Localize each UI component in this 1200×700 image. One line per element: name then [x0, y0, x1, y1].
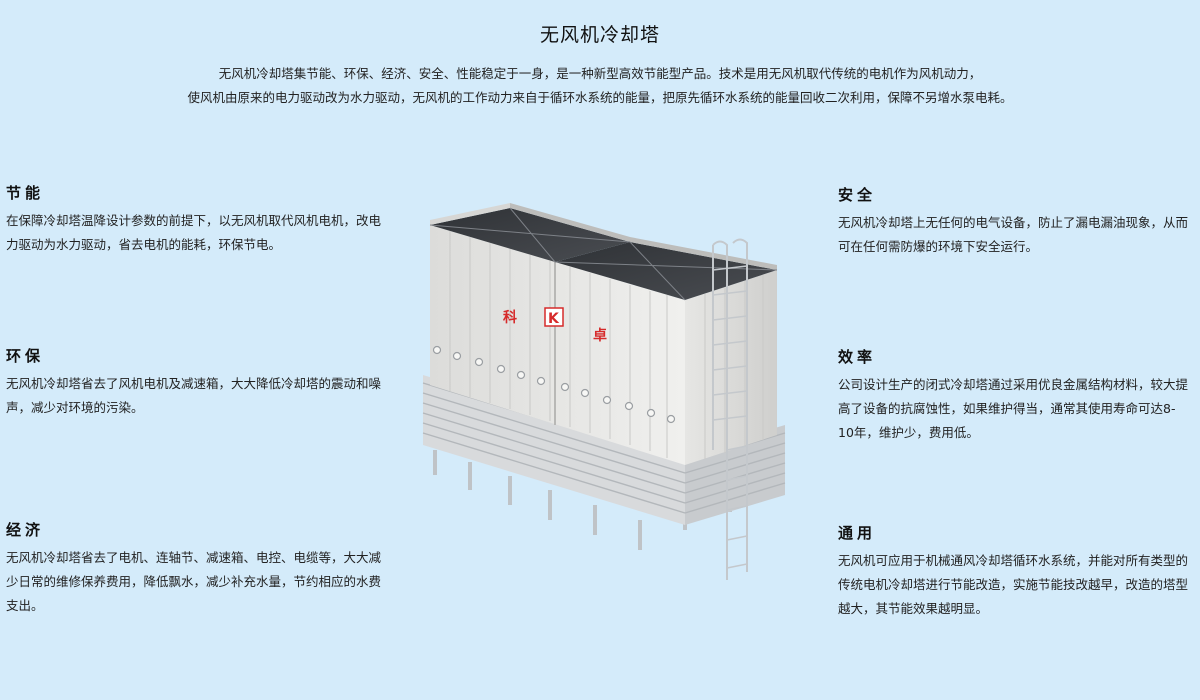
- nozzle-ports: [432, 345, 676, 424]
- feature-body: 无风机冷却塔省去了电机、连轴节、减速箱、电控、电缆等，大大减少日常的维修保养费用…: [6, 550, 382, 613]
- feature-body: 在保障冷却塔温降设计参数的前提下，以无风机取代风机电机，改电力驱动为水力驱动，省…: [6, 213, 382, 252]
- intro-paragraph: 无风机冷却塔集节能、环保、经济、安全、性能稳定于一身，是一种新型高效节能型产品。…: [40, 62, 1160, 110]
- brand-char-right: 卓: [593, 327, 607, 344]
- brand-logo-letter: K: [548, 311, 560, 327]
- feature-body: 无风机冷却塔上无任何的电气设备，防止了漏电漏油现象，从而可在任何需防爆的环境下安…: [838, 215, 1189, 254]
- access-ladder: [712, 238, 748, 580]
- feature-heading: 经济: [6, 521, 45, 539]
- feature-heading: 环保: [6, 347, 45, 365]
- brand-char-left: 科: [503, 309, 517, 326]
- feature-heading: 通用: [838, 524, 877, 542]
- feature-heading: 安全: [838, 186, 877, 204]
- feature-heading: 节能: [6, 184, 45, 202]
- feature-efficiency: 效率 公司设计生产的闭式冷却塔通过采用优良金属结构材料，较大提高了设备的抗腐蚀性…: [838, 346, 1188, 445]
- feature-energy-saving: 节能 在保障冷却塔温降设计参数的前提下，以无风机取代风机电机，改电力驱动为水力驱…: [6, 182, 386, 257]
- cooling-tower-image: 科 K 卓: [422, 203, 786, 580]
- feature-economy: 经济 无风机冷却塔省去了电机、连轴节、减速箱、电控、电缆等，大大减少日常的维修保…: [6, 519, 386, 618]
- brand-logo-icon: K: [544, 307, 564, 327]
- feature-safety: 安全 无风机冷却塔上无任何的电气设备，防止了漏电漏油现象，从而可在任何需防爆的环…: [838, 184, 1188, 259]
- feature-environment: 环保 无风机冷却塔省去了风机电机及减速箱，大大降低冷却塔的震动和噪声，减少对环境…: [6, 345, 386, 420]
- tower-top-left: [430, 208, 630, 262]
- feature-body: 无风机冷却塔省去了风机电机及减速箱，大大降低冷却塔的震动和噪声，减少对环境的污染…: [6, 376, 382, 415]
- page-title: 无风机冷却塔: [539, 24, 660, 46]
- feature-heading: 效率: [838, 348, 877, 366]
- intro-line-1: 无风机冷却塔集节能、环保、经济、安全、性能稳定于一身，是一种新型高效节能型产品。…: [218, 66, 982, 81]
- feature-body: 无风机可应用于机械通风冷却塔循环水系统，并能对所有类型的传统电机冷却塔进行节能改…: [838, 553, 1189, 616]
- tower-top-right: [555, 242, 777, 300]
- intro-line-2: 使风机由原来的电力驱动改为水力驱动，无风机的工作动力来自于循环水系统的能量，把原…: [187, 90, 1013, 105]
- feature-general-use: 通用 无风机可应用于机械通风冷却塔循环水系统，并能对所有类型的传统电机冷却塔进行…: [838, 522, 1188, 621]
- feature-body: 公司设计生产的闭式冷却塔通过采用优良金属结构材料，较大提高了设备的抗腐蚀性，如果…: [838, 377, 1189, 440]
- tower-front-panel: [430, 225, 685, 465]
